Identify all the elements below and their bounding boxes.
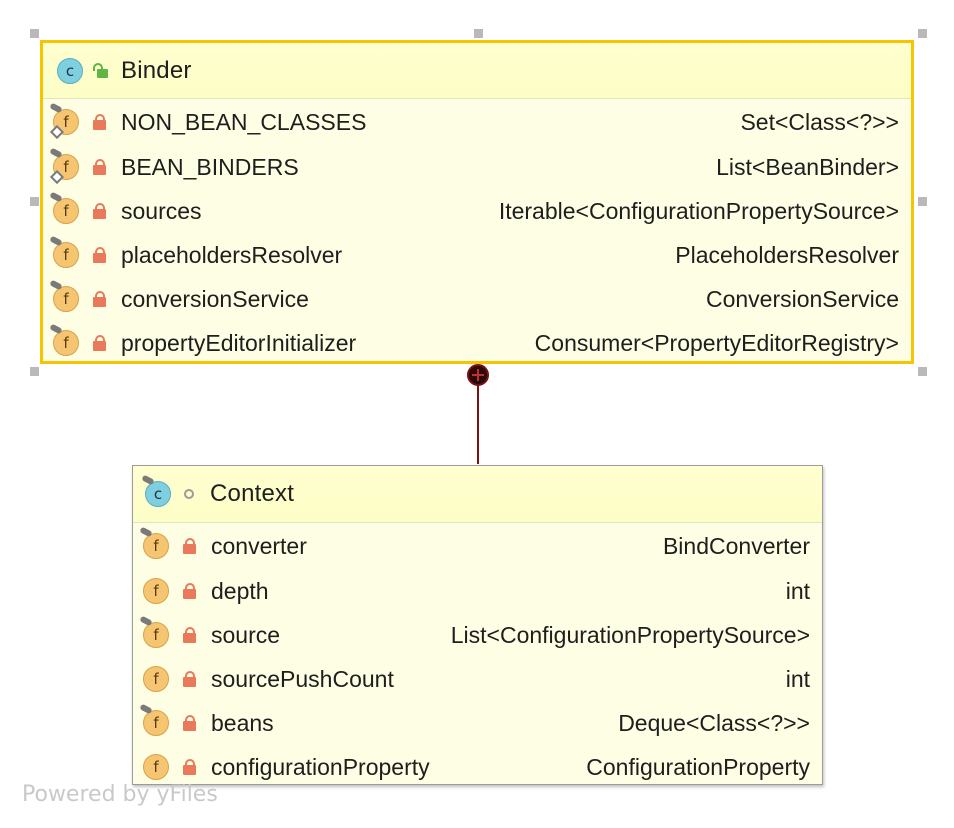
private-lock-icon [183,538,197,554]
context-title: Context [210,480,295,507]
private-lock-icon [93,247,107,263]
field-row[interactable]: f propertyEditorInitializer Consumer<Prope… [43,321,911,365]
package-private-dot-icon [184,489,194,499]
selection-handle-middle-left[interactable] [30,197,39,206]
private-lock-icon [183,583,197,599]
selection-handle-top-right[interactable] [918,29,927,38]
private-lock-icon [183,715,197,731]
selection-handle-middle-right[interactable] [918,197,927,206]
static-final-field-icon: f [49,147,79,185]
field-name: conversionService [121,285,309,312]
field-type: int [785,577,810,604]
selection-handle-bottom-left[interactable] [30,367,39,376]
final-field-icon: f [49,323,79,356]
field-row[interactable]: f converter BindConverter [133,523,822,569]
final-field-icon: f [49,191,79,224]
field-type: ConversionService [705,285,899,312]
field-name: NON_BEAN_CLASSES [121,108,367,135]
field-icon: f [143,666,169,692]
field-type: List<ConfigurationPropertySource> [450,621,810,648]
final-field-icon: f [49,235,79,268]
inner-class-connector-icon [467,364,489,386]
context-class-node[interactable]: c Context f converter BindConverter f depth i… [132,465,823,785]
field-type: BindConverter [662,532,810,559]
context-header: c Context [133,466,822,523]
field-row[interactable]: f source List<ConfigurationPropertySource> [133,613,822,657]
field-type: ConfigurationProperty [586,753,810,780]
inner-class-icon: c [141,474,171,507]
private-lock-icon [93,203,107,219]
binder-header: c Binder [43,43,911,99]
private-lock-icon [93,291,107,307]
field-row[interactable]: f depth int [133,569,822,613]
field-name: depth [211,577,269,604]
final-field-icon: f [139,703,169,736]
field-row[interactable]: f sources Iterable<ConfigurationPropertySo… [43,189,911,233]
field-type: Deque<Class<?>> [618,709,810,736]
final-field-icon: f [139,526,169,559]
field-type: Set<Class<?>> [740,108,899,135]
yfiles-watermark: Powered by yFiles [22,782,218,807]
field-name: BEAN_BINDERS [121,153,299,180]
field-name: sourcePushCount [211,665,394,692]
binder-title: Binder [121,56,192,84]
class-icon: c [57,57,83,84]
field-name: sources [121,197,202,224]
selection-handle-top-center[interactable] [474,29,483,38]
field-row[interactable]: f conversionService ConversionService [43,277,911,321]
field-name: propertyEditorInitializer [121,329,357,356]
context-field-list: f converter BindConverter f depth int f source L… [133,523,822,789]
field-icon: f [143,578,169,604]
field-row[interactable]: f configurationProperty ConfigurationPrope… [133,745,822,789]
field-row[interactable]: f placeholdersResolver PlaceholdersResolve… [43,233,911,277]
private-lock-icon [183,671,197,687]
field-type: Consumer<PropertyEditorRegistry> [534,329,899,356]
final-field-icon: f [49,279,79,312]
public-unlock-icon [93,62,108,79]
private-lock-icon [183,759,197,775]
final-field-icon: f [139,615,169,648]
selection-handle-bottom-right[interactable] [918,367,927,376]
field-type: Iterable<ConfigurationPropertySource> [498,197,899,224]
field-name: placeholdersResolver [121,241,343,268]
field-row[interactable]: f beans Deque<Class<?>> [133,701,822,745]
selection-handle-top-left[interactable] [30,29,39,38]
field-name: converter [211,532,307,559]
field-row[interactable]: f BEAN_BINDERS List<BeanBinder> [43,145,911,189]
private-lock-icon [93,114,107,130]
private-lock-icon [93,159,107,175]
field-row[interactable]: f NON_BEAN_CLASSES Set<Class<?>> [43,99,911,145]
field-icon: f [143,754,169,780]
field-row[interactable]: f sourcePushCount int [133,657,822,701]
static-final-field-icon: f [49,102,79,140]
field-name: beans [211,709,274,736]
private-lock-icon [183,627,197,643]
field-type: List<BeanBinder> [716,153,899,180]
field-type: int [785,665,810,692]
field-type: PlaceholdersResolver [675,241,899,268]
field-name: source [211,621,281,648]
private-lock-icon [93,335,107,351]
field-name: configurationProperty [211,753,430,780]
